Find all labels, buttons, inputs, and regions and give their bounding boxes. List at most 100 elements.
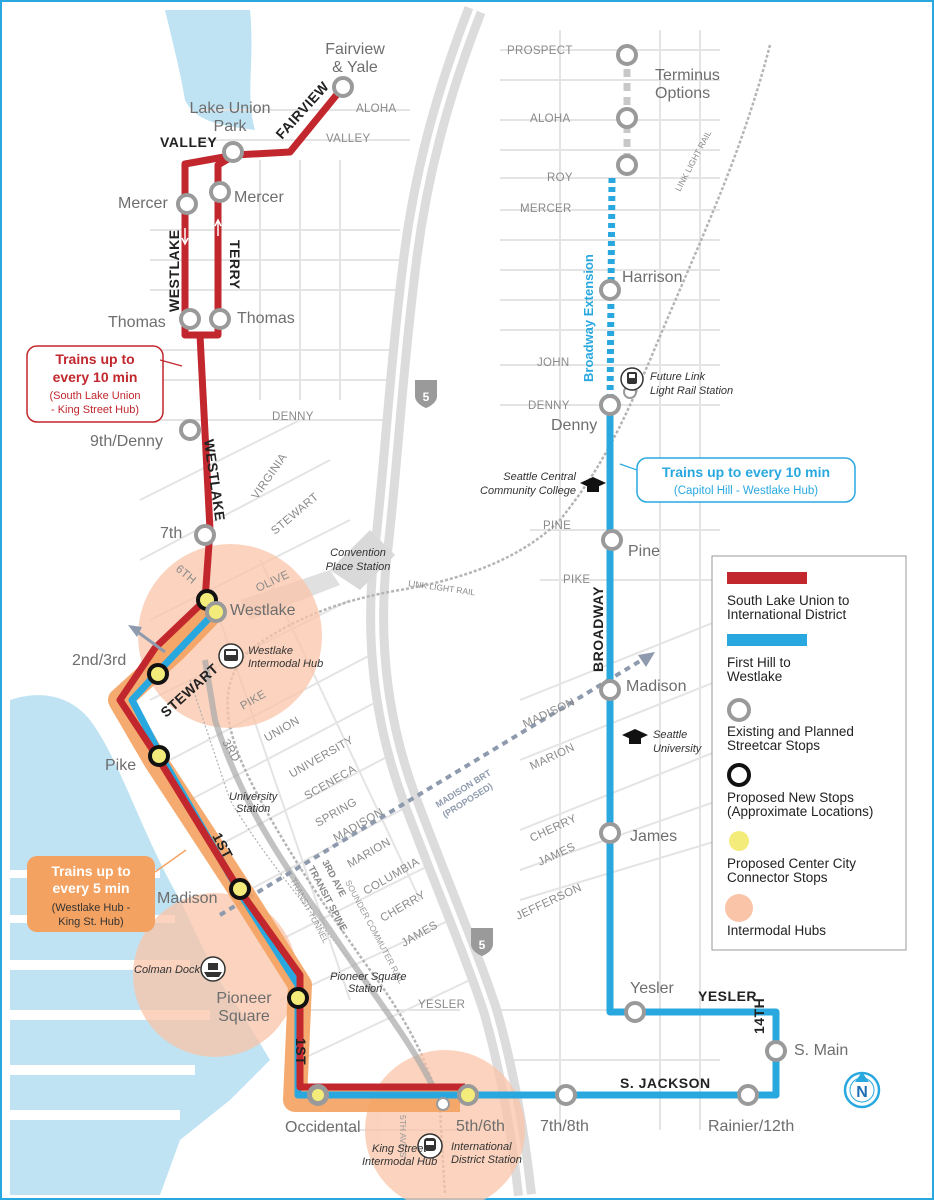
stop-label-pine: Pine [628,543,660,560]
street-bold-broadway: BROADWAY [590,586,606,672]
street-prospect: PROSPECT [507,45,573,57]
street-bold-westlake-north: WESTLAKE [166,229,182,312]
north-arrow-label: N [856,1084,868,1101]
street-bold-terry: TERRY [227,240,243,290]
stop-label-mercer-east: Mercer [234,189,284,206]
poi-sccc-2: Community College [480,485,576,497]
stop-label-harrison: Harrison [622,269,682,286]
stop-label-5th-6th: 5th/6th [456,1118,505,1135]
poi-westlake-hub-2: Intermodal Hub [248,658,323,670]
stop-label-westlake: Westlake [230,602,296,619]
poi-king-street-1: King Street [372,1143,427,1155]
callout-orange [27,849,187,932]
terminus-label-2: Options [655,85,710,102]
terminus-label-1: Terminus [655,67,720,84]
street-john: JOHN [537,357,570,369]
legend-existing-2: Streetcar Stops [727,738,820,753]
stop-label-9th-denny: 9th/Denny [90,433,163,450]
stop-label-madison-connector: Madison [157,890,217,907]
street-denny-east: DENNY [528,400,570,412]
legend-connector-swatch [729,831,749,851]
stop-label-fairview: Fairview& Yale [325,41,385,76]
poi-seattle-u-2: University [653,743,703,755]
poi-intl-district-2: District Station [451,1154,522,1166]
legend-connector-2: Connector Stops [727,870,828,885]
stop-label-lake-union-2: Park [214,118,248,135]
stop-label-pioneer-2: Square [218,1008,270,1025]
rail-hairline [189,679,351,961]
stop-label-mercer-west: Mercer [118,195,168,212]
stop-label-pioneer-1: Pioneer [216,990,272,1007]
graduation-cap-icon [580,477,606,492]
link-light-rail [226,44,772,1196]
legend-proposed-1: Proposed New Stops [727,790,854,805]
poi-colman-dock: Colman Dock [134,964,201,976]
callout-orange-3: (Westlake Hub - [52,902,131,914]
stop-label-occidental: Occidental [285,1119,361,1136]
i5-freeway [366,6,536,1197]
street-mercer-east: MERCER [520,203,572,215]
callout-orange-4: King St. Hub) [58,916,123,928]
stop-label-2nd-3rd: 2nd/3rd [72,652,126,669]
street-pine-east: PINE [543,520,571,532]
stop-label-madison-blue: Madison [626,678,686,695]
intl-district-marker [436,1097,450,1111]
i5-shield-south [471,928,493,956]
poi-future-link-2: Light Rail Station [650,385,733,397]
street-bold-yesler: YESLER [698,988,757,1004]
i5-shield-label-south: 5 [479,938,486,952]
stop-label-fairview-1: Fairview [325,41,385,58]
poi-pioneer-station-2: Station [348,983,382,995]
street-denny-west: DENNY [272,411,314,423]
callout-red-2: every 10 min [53,369,138,385]
i5-shield-north [415,380,437,408]
stop-label-james: James [630,828,677,845]
stop-label-yesler: Yesler [630,980,675,997]
street-bold-valley: VALLEY [160,134,217,150]
poi-sccc-1: Seattle Central [503,471,576,483]
legend-red-swatch [727,572,807,584]
i5-shield-label-north: 5 [423,390,430,404]
poi-future-link-1: Future Link [650,371,706,383]
street-bold-s-jackson: S. JACKSON [620,1075,711,1091]
poi-pioneer-station-1: Pioneer Square [330,971,406,983]
poi-westlake-hub-1: Westlake [248,645,293,657]
street-aloha-west: ALOHA [356,103,397,115]
bus-icon [218,643,244,669]
street-yesler-west: YESLER [418,999,465,1011]
callout-blue-1: Trains up to every 10 min [662,464,830,480]
stop-label-rainier-12th: Rainier/12th [708,1118,794,1135]
callout-red [26,345,183,423]
train-icon [417,1133,443,1159]
callout-orange-2: every 5 min [52,880,129,896]
street-roy: ROY [547,172,573,184]
legend-blue-1: First Hill to [727,655,791,670]
transit-tunnel [202,659,435,1087]
legend-proposed-swatch [727,763,751,787]
legend-existing-swatch [727,698,751,722]
light-rail-icon [620,367,644,391]
poi-king-street-2: Intermodal Hub [362,1156,437,1168]
graduation-cap-icon [622,729,648,744]
street-aloha-east: ALOHA [530,113,571,125]
stop-label-denny: Denny [551,417,597,434]
callout-red-4: - King Street Hub) [51,404,139,416]
connector-stops [205,601,479,1106]
callout-orange-1: Trains up to [51,863,130,879]
stop-label-lake-union-1: Lake Union [190,100,271,117]
poi-seattle-u-1: Seattle [653,729,687,741]
stop-label-pike: Pike [105,757,136,774]
callout-red-3: (South Lake Union [49,390,140,402]
callout-blue [619,457,856,503]
stop-label-thomas-west: Thomas [108,314,166,331]
poi-university-station-1: University [229,791,279,803]
street-bold-14th: 14TH [751,998,767,1034]
stop-label-s-main: S. Main [794,1042,848,1059]
poi-convention-1: Convention [330,547,386,559]
legend-blue-2: Westlake [727,669,782,684]
street-pike-east: PIKE [563,574,590,586]
stop-label-7th: 7th [160,525,182,542]
stop-label-7th-8th: 7th/8th [540,1118,589,1135]
ferry-icon [200,956,226,982]
